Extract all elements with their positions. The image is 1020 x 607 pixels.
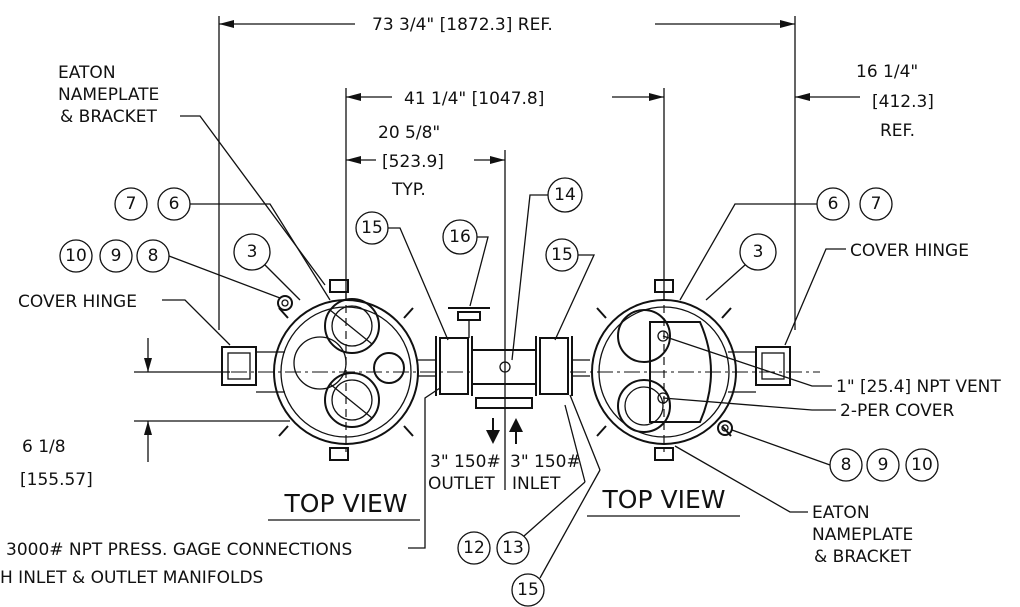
dim-right-text-b: [412.3] xyxy=(872,92,934,112)
balloon-3-left-text: 3 xyxy=(247,242,258,262)
balloon-12: 12 xyxy=(457,531,491,565)
balloon-9-left-text: 9 xyxy=(111,246,122,266)
dim-right-text-c: REF. xyxy=(880,121,915,141)
view-right-text: TOP VIEW xyxy=(602,485,726,514)
dim-center-text: 41 1/4" [1047.8] xyxy=(404,89,544,109)
balloon-15-bottom: 15 xyxy=(511,394,601,607)
balloon-10-left-text: 10 xyxy=(65,246,87,266)
callout-cover-hinge-left: COVER HINGE xyxy=(18,292,231,346)
vent-text-b: 2-PER COVER xyxy=(840,401,954,421)
nameplate-right-line3: & BRACKET xyxy=(814,547,912,567)
inlet-label-text: INLET xyxy=(512,474,561,494)
outlet-size-text: 3" 150# xyxy=(430,452,501,472)
gage-text-b: H INLET & OUTLET MANIFOLDS xyxy=(0,568,263,588)
balloon-7-left-text: 7 xyxy=(126,194,137,214)
callout-connections: 3" 150# OUTLET 3" 150# INLET xyxy=(428,452,581,494)
view-title-right: TOP VIEW xyxy=(587,485,740,517)
callout-vent: 1" [25.4] NPT VENT 2-PER COVER xyxy=(662,335,1001,421)
inlet-size-text: 3" 150# xyxy=(510,452,581,472)
dim-right-text-a: 16 1/4" xyxy=(856,62,918,82)
dim-height-text-b: [155.57] xyxy=(20,470,93,490)
balloon-10-right-text: 10 xyxy=(911,455,933,475)
dim-height-text-a: 6 1/8 xyxy=(22,437,66,457)
balloon-8-left-text: 8 xyxy=(148,246,159,266)
callout-gage: 3000# NPT PRESS. GAGE CONNECTIONS H INLE… xyxy=(0,387,441,588)
nameplate-right-line1: EATON xyxy=(812,503,870,523)
balloon-8-right-text: 8 xyxy=(841,455,852,475)
balloon-6-right: 6 xyxy=(679,187,850,301)
balloon-14-text: 14 xyxy=(554,185,576,205)
balloon-9-right: 9 xyxy=(866,448,900,482)
dim-half-text-b: [523.9] xyxy=(382,152,444,172)
balloon-7-right: 7 xyxy=(859,187,893,221)
callout-cover-hinge-right: COVER HINGE xyxy=(784,241,969,346)
balloon-15-left-text: 15 xyxy=(361,218,383,238)
nameplate-left-line1: EATON xyxy=(58,63,116,83)
dimension-half: 20 5/8" [523.9] TYP. xyxy=(346,123,506,400)
balloon-3-right-text: 3 xyxy=(753,242,764,262)
balloon-7-right-text: 7 xyxy=(871,194,882,214)
left-vessel xyxy=(150,279,470,461)
outlet-label-text: OUTLET xyxy=(428,474,495,494)
dim-overall-text: 73 3/4" [1872.3] REF. xyxy=(372,15,553,35)
balloon-15-left: 15 xyxy=(355,211,449,341)
dim-half-text-a: 20 5/8" xyxy=(378,123,440,143)
gage-text-a: 3000# NPT PRESS. GAGE CONNECTIONS xyxy=(6,540,352,560)
balloon-8-left: 8 xyxy=(136,239,281,299)
balloon-7-left: 7 xyxy=(114,187,148,221)
balloon-13-text: 13 xyxy=(502,538,524,558)
balloon-6-left-text: 6 xyxy=(169,194,180,214)
balloon-3-left: 3 xyxy=(233,233,301,301)
right-vessel xyxy=(570,279,820,461)
balloon-10-left: 10 xyxy=(59,239,93,273)
balloon-9-right-text: 9 xyxy=(878,455,889,475)
balloon-15-mid: 15 xyxy=(545,238,596,341)
balloon-6-right-text: 6 xyxy=(828,194,839,214)
balloon-3-right: 3 xyxy=(705,233,777,301)
balloon-15-bottom-text: 15 xyxy=(517,580,539,600)
center-manifold xyxy=(418,307,590,490)
nameplate-right-line2: NAMEPLATE xyxy=(812,525,913,545)
dimension-center: 41 1/4" [1047.8] xyxy=(345,88,665,300)
balloon-8-right: 8 xyxy=(731,429,863,482)
cover-hinge-left-text: COVER HINGE xyxy=(18,292,137,312)
nameplate-left-line3: & BRACKET xyxy=(60,107,158,127)
balloon-6-left: 6 xyxy=(157,187,331,301)
dimension-overall: 73 3/4" [1872.3] REF. xyxy=(218,15,796,330)
dimension-right: 16 1/4" [412.3] REF. xyxy=(795,62,934,141)
view-title-left: TOP VIEW xyxy=(268,489,420,521)
balloon-16-text: 16 xyxy=(449,227,471,247)
balloon-15-mid-text: 15 xyxy=(551,245,573,265)
balloon-14: 14 xyxy=(511,177,583,361)
cover-hinge-right-text: COVER HINGE xyxy=(850,241,969,261)
callout-nameplate-right: EATON NAMEPLATE & BRACKET xyxy=(674,445,913,567)
balloon-10-right: 10 xyxy=(905,448,939,482)
balloon-13: 13 xyxy=(496,404,586,565)
balloon-16: 16 xyxy=(442,219,489,307)
dim-half-text-c: TYP. xyxy=(391,180,426,200)
view-left-text: TOP VIEW xyxy=(284,489,408,518)
balloon-12-text: 12 xyxy=(463,538,485,558)
callout-nameplate-left: EATON NAMEPLATE & BRACKET xyxy=(58,63,326,286)
balloon-9-left: 9 xyxy=(99,239,133,273)
nameplate-left-line2: NAMEPLATE xyxy=(58,85,159,105)
vent-text-a: 1" [25.4] NPT VENT xyxy=(836,377,1001,397)
